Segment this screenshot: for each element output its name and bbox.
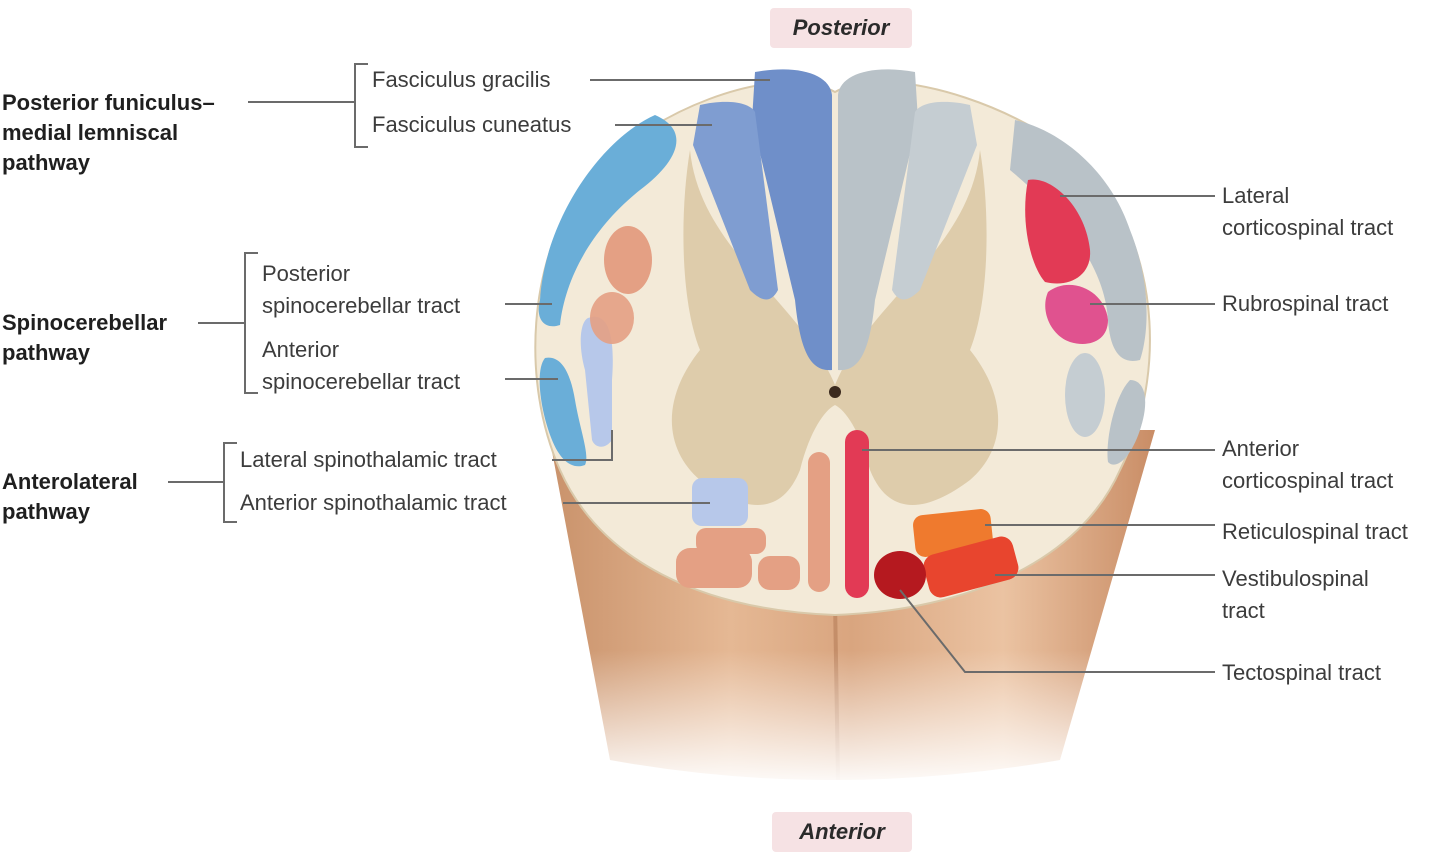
grey-tract-1 xyxy=(838,69,918,371)
bracket-posterior xyxy=(248,63,368,148)
label-fasciculus-gracilis: Fasciculus gracilis xyxy=(372,67,551,92)
group-anterolateral: Anterolateral pathway xyxy=(2,469,138,524)
anterior-corticospinal-shape xyxy=(845,430,869,598)
label-fasciculus-cuneatus: Fasciculus cuneatus xyxy=(372,112,572,137)
anterior-spinocerebellar-shape xyxy=(539,357,587,467)
leader-lat-spinothal xyxy=(552,430,613,461)
fasciculus-cuneatus-shape xyxy=(693,101,778,300)
fasciculus-gracilis-shape xyxy=(752,69,832,371)
salmon-tract-3 xyxy=(696,528,766,554)
label-anterior-spinocerebellar: Anterior spinocerebellar tract xyxy=(262,337,461,394)
posterior-spinocerebellar-shape xyxy=(538,115,677,327)
grey-tract-5 xyxy=(1107,380,1146,465)
label-anterior-spinothalamic: Anterior spinothalamic tract xyxy=(240,490,507,515)
anterior-spinothalamic-shape xyxy=(692,478,748,526)
vestibulospinal-shape xyxy=(923,536,1019,598)
salmon-tract-2 xyxy=(590,292,634,344)
salmon-tract-5 xyxy=(758,556,800,590)
lateral-corticospinal-shape xyxy=(1025,179,1091,284)
label-anterior-corticospinal: Anterior corticospinal tract xyxy=(1222,436,1394,493)
grey-tract-4 xyxy=(1065,353,1105,437)
cord-fade xyxy=(560,650,1180,790)
tectospinal-shape xyxy=(874,551,926,599)
group-posterior-funiculus: Posterior funiculus– medial lemniscal pa… xyxy=(2,90,215,175)
label-lateral-spinothalamic: Lateral spinothalamic tract xyxy=(240,447,497,472)
label-tectospinal: Tectospinal tract xyxy=(1222,660,1381,685)
lateral-spinothalamic-shape xyxy=(580,316,613,447)
anterior-label: Anterior xyxy=(772,812,912,852)
label-rubrospinal: Rubrospinal tract xyxy=(1222,291,1389,316)
salmon-tract-6 xyxy=(808,452,830,592)
label-vestibulospinal: Vestibulospinal tract xyxy=(1222,566,1369,623)
rubrospinal-shape xyxy=(1045,284,1108,344)
leader-tecto xyxy=(899,589,1215,673)
group-spinocerebellar: Spinocerebellar pathway xyxy=(2,310,168,365)
salmon-tract-4 xyxy=(676,548,752,588)
salmon-tract-1 xyxy=(604,226,652,294)
bracket-spinocerebellar xyxy=(198,252,258,394)
bracket-anterolateral xyxy=(168,442,237,523)
label-lateral-corticospinal: Lateral corticospinal tract xyxy=(1222,183,1394,240)
gray-matter xyxy=(671,150,999,505)
label-posterior-spinocerebellar: Posterior spinocerebellar tract xyxy=(262,261,461,318)
label-reticulospinal: Reticulospinal tract xyxy=(1222,519,1408,544)
central-canal xyxy=(829,386,841,398)
grey-tract-2 xyxy=(892,101,977,300)
posterior-label: Posterior xyxy=(770,8,912,48)
